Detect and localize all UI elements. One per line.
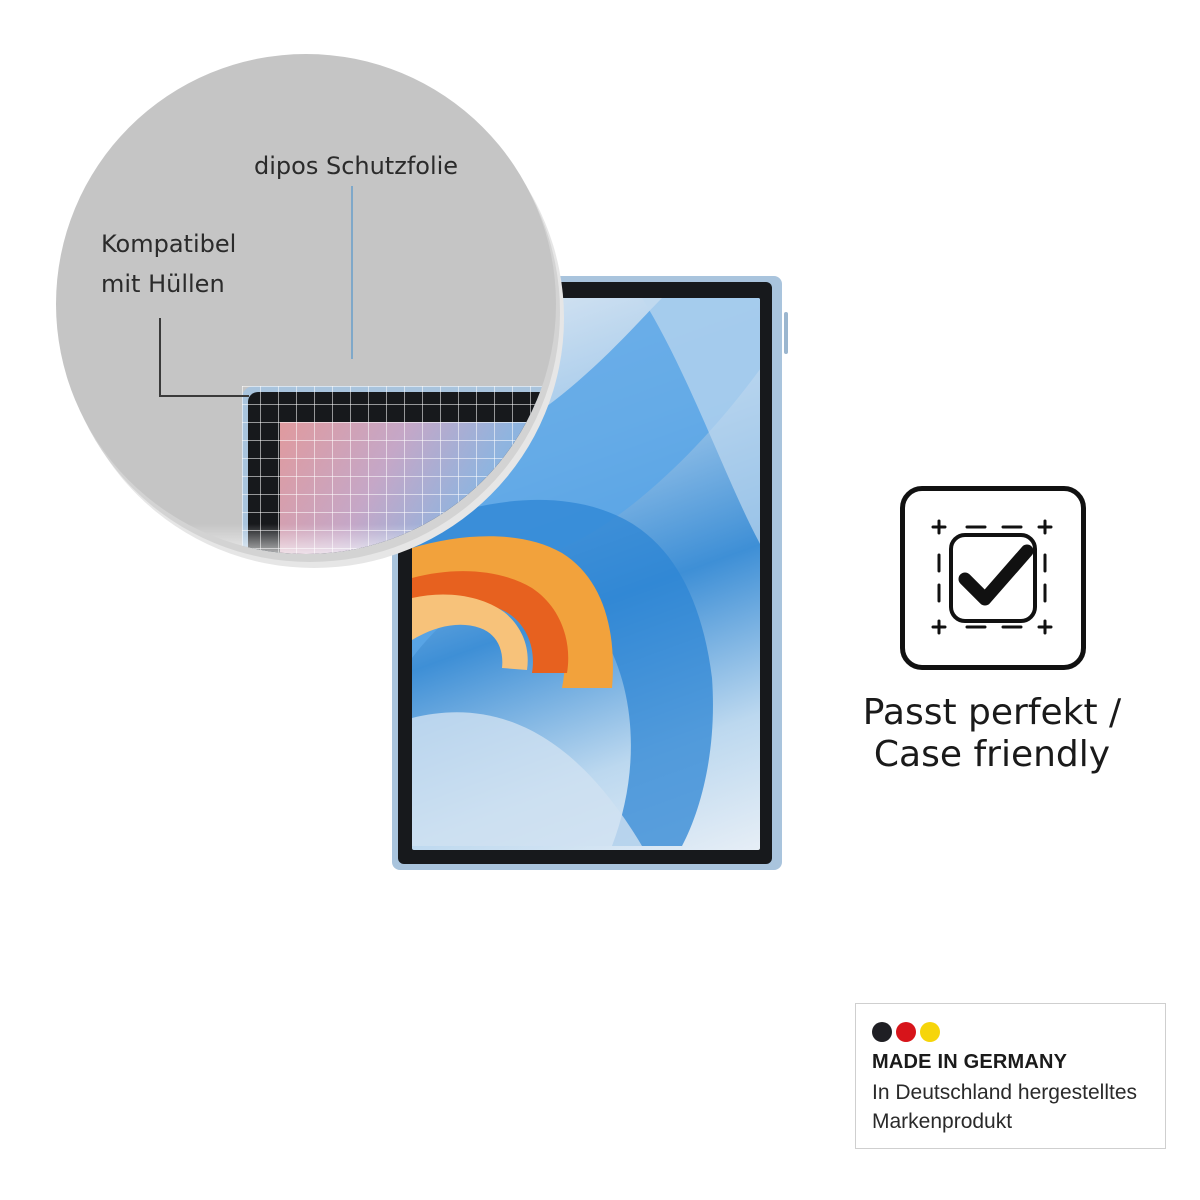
label-case-compatible: Kompatibel mit Hüllen [101, 224, 236, 304]
flag-dot-gold [920, 1022, 940, 1042]
feature-caption: Passt perfekt / Case friendly [832, 692, 1152, 776]
flag-dot-black [872, 1022, 892, 1042]
tablet-image [392, 276, 782, 870]
callout-line-case-horizontal [159, 395, 249, 397]
callout-line-case-vertical [159, 318, 161, 397]
zoom-fade [56, 524, 556, 554]
label-case-compatible-line1: Kompatibel [101, 230, 237, 258]
made-in-germany-badge: MADE IN GERMANY In Deutschland hergestel… [855, 1003, 1166, 1149]
flag-dot-red [896, 1022, 916, 1042]
badge-title: MADE IN GERMANY [872, 1051, 1068, 1073]
badge-subtitle: In Deutschland hergestelltes Markenprodu… [872, 1081, 1137, 1133]
feature-caption-line1: Passt perfekt / [862, 692, 1122, 733]
tablet-bezel [398, 282, 772, 864]
label-case-compatible-line2: mit Hüllen [101, 270, 225, 298]
tablet-side-button [784, 312, 788, 354]
zoom-bubble: dipos Schutzfolie Kompatibel mit Hüllen [56, 54, 556, 554]
check-in-frame-icon [900, 486, 1086, 670]
wallpaper-art [412, 298, 760, 846]
check-frame-graphic [931, 519, 1053, 635]
callout-line-film [351, 186, 353, 359]
label-protective-film: dipos Schutzfolie [254, 152, 459, 180]
flag-dots [872, 1022, 940, 1042]
feature-caption-line2: Case friendly [873, 734, 1111, 775]
